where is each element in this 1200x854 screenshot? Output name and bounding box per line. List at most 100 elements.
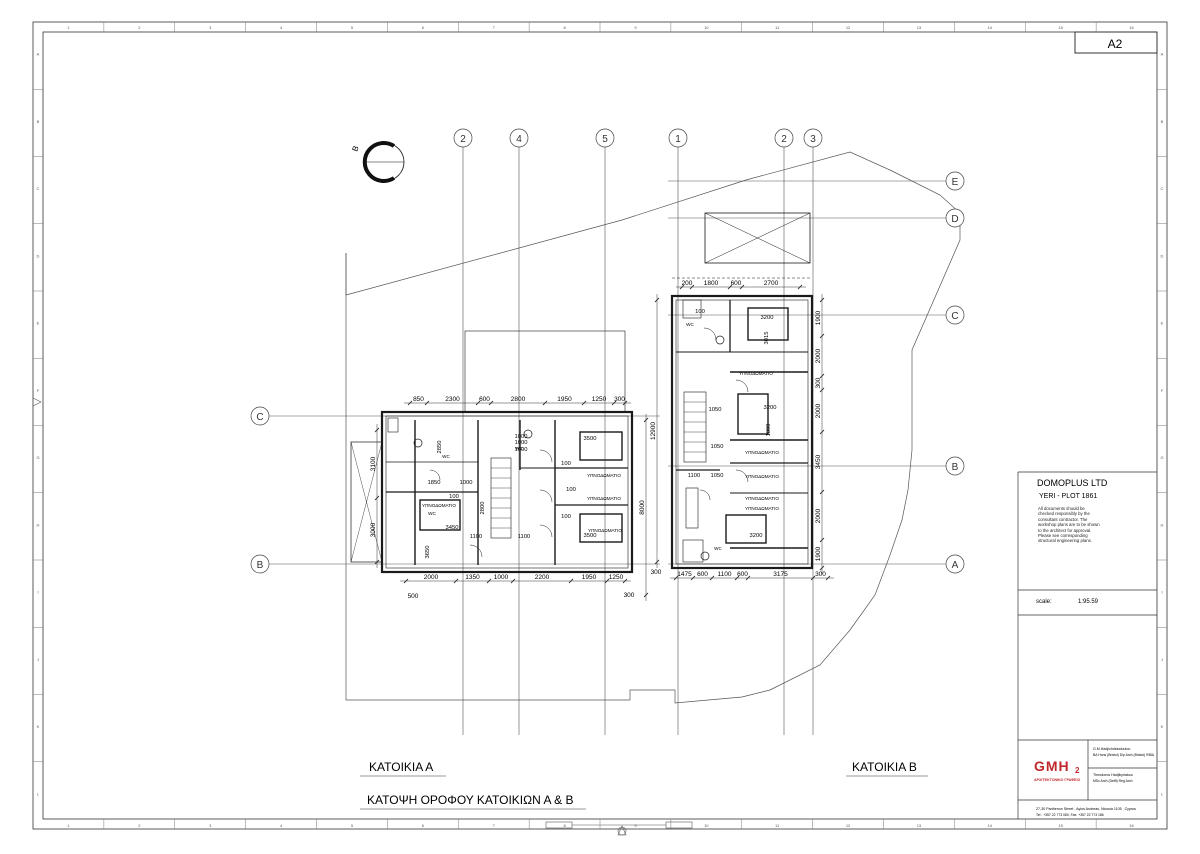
border-letter-left: D (37, 253, 40, 258)
inner-dimension-text: 1100 (470, 534, 482, 540)
border-number-top: 13 (917, 25, 922, 30)
border-number-top: 4 (280, 25, 283, 30)
scale-label: scale: (1036, 599, 1052, 605)
dimension-tick (611, 400, 617, 406)
room-label: ΥΠΝΟΔΩΜΑΤΙΟ (745, 496, 779, 501)
border-number-bottom: 6 (422, 823, 425, 828)
dimension-tick (604, 578, 610, 584)
dimension-tick (819, 489, 825, 495)
border-number-bottom: 11 (775, 823, 780, 828)
dimension-text: 1250 (609, 574, 624, 581)
dimension-text: 3000 (370, 522, 377, 537)
border-number-top: 6 (422, 25, 425, 30)
dimension-tick (825, 575, 831, 581)
grid-bubble (250, 554, 270, 574)
grid-axes (269, 147, 946, 735)
grid-bubble-label: D (951, 214, 958, 225)
dimension-tick (689, 284, 695, 290)
border-letter-left: F (37, 388, 40, 393)
border-letter-left: J (37, 657, 39, 662)
border-letter-left: B (37, 119, 40, 124)
dimension-text: 200 (682, 280, 693, 287)
inner-dimension-text: 3450 (446, 525, 459, 531)
dimension-text: 3450 (815, 454, 822, 469)
border-letter-right: A (1161, 52, 1164, 57)
grid-bubble (945, 305, 965, 325)
inner-dimension-text: 100 (561, 514, 571, 520)
border-number-top: 1 (67, 25, 70, 30)
border-letter-right: F (1161, 388, 1164, 393)
grid-bubble (945, 171, 965, 191)
dimension-text: 850 (413, 396, 424, 403)
architect-line-4: MSc Arch (Delft) Reg Arch (1093, 779, 1133, 783)
north-marker (362, 141, 405, 183)
grid-bubble (945, 208, 965, 228)
inner-dimension-text: 1850 (428, 480, 441, 486)
inner-dimension-text: 100 (566, 487, 576, 493)
border-letter-left: I (37, 590, 38, 595)
dimension-text: 12900 (650, 422, 657, 440)
inner-dimension-text: 3200 (750, 533, 763, 539)
inner-dimension-text: 3015 (764, 332, 770, 345)
dimension-text: 3100 (370, 456, 377, 471)
border-number-top: 16 (1129, 25, 1134, 30)
dimension-text: 300 (651, 569, 662, 576)
dimension-tick (643, 417, 649, 423)
dimension-text: 600 (737, 571, 748, 578)
dimension-text: 1900 (815, 546, 822, 561)
dimension-tick (643, 592, 649, 598)
room-label: ΥΠΝΟΔΩΜΑΤΙΟ (588, 528, 622, 533)
border-number-bottom: 4 (280, 823, 283, 828)
dimension-text: 1100 (718, 571, 732, 578)
dimension-text: 1950 (557, 396, 572, 403)
dimension-text: 1250 (592, 396, 607, 403)
dimension-text: 300 (624, 592, 635, 599)
inner-dimension-text: 1100 (688, 473, 700, 479)
grid-bubble-label: 3 (810, 134, 816, 145)
caption-house-b: ΚΑΤΟΙΚΙΑ Β (852, 760, 917, 774)
dimension-text: 1800 (704, 280, 719, 287)
dimension-tick (745, 575, 751, 581)
border-number-top: 2 (138, 25, 141, 30)
grid-bubble-label: B (257, 560, 264, 571)
north-marker-label: B (350, 145, 360, 153)
inner-dimension-text: 100 (695, 309, 705, 315)
room-label: ΥΠΝΟΔΩΜΑΤΙΟ (422, 503, 456, 508)
inner-dimension-text: 100 (561, 461, 571, 467)
grid-bubble-label: A (952, 560, 959, 571)
dimension-text: 1950 (582, 574, 597, 581)
border-letter-right: B (1161, 119, 1164, 124)
border-number-top: 14 (988, 25, 993, 30)
border-number-bottom: 15 (1058, 823, 1063, 828)
dimension-text: 1000 (494, 574, 509, 581)
dimension-tick (510, 578, 516, 584)
grid-bubble (668, 128, 688, 148)
dimension-tick (403, 578, 409, 584)
inner-dimension-text: 1800 (766, 424, 772, 437)
inner-dimension-text: 1000 (515, 434, 528, 440)
border-number-bottom: 9 (634, 823, 637, 828)
inner-dimension-text: 1050 (711, 473, 724, 479)
dimension-tick (622, 400, 628, 406)
inner-dimension-text: 3650 (425, 546, 431, 559)
border-letter-left: L (37, 791, 40, 796)
title-project: YERI - PLOT 1861 (1039, 493, 1097, 500)
room-label: ΥΠΝΟΔΩΜΑΤΙΟ (587, 496, 621, 501)
dimension-text: 2000 (815, 348, 822, 363)
border-letter-right: L (1161, 791, 1164, 796)
house-b-plan (670, 212, 814, 570)
wc-label: WC (442, 454, 450, 459)
dimension-text: 2300 (445, 396, 460, 403)
dimension-text: 2200 (535, 574, 550, 581)
architect-logo: GMH (1034, 758, 1070, 774)
dimension-tick (453, 578, 459, 584)
border-number-bottom: 16 (1129, 823, 1134, 828)
office-contact: Tel : +357 22 773 080, Fax: +357 22 773 … (1036, 813, 1104, 817)
architect-logo-tagline: ΑΡΧΙΤΕΚΤΟΝΙΚΟ ΓΡΑΦΕΙΟ (1034, 778, 1080, 782)
grid-bubble (774, 128, 794, 148)
dimension-lines (374, 284, 834, 601)
border-letter-left: E (37, 321, 40, 326)
dimension-tick (673, 575, 679, 581)
inner-dimension-text: 1000 (515, 447, 528, 453)
site-outline (345, 151, 961, 704)
